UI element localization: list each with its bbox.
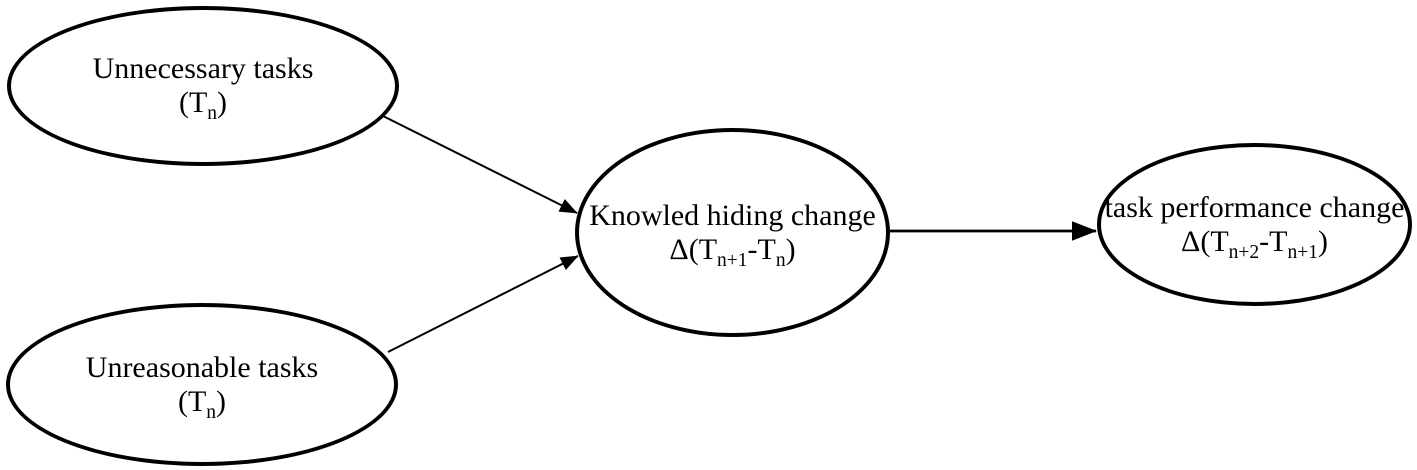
node-task-performance-change: task performance change Δ(Tn+2-Tn+1) bbox=[1097, 143, 1412, 306]
node-label: Unreasonable tasks bbox=[85, 350, 319, 384]
node-formula: (Tn) bbox=[177, 384, 227, 422]
node-label: task performance change bbox=[1104, 190, 1405, 224]
node-formula: Δ(Tn+1-Tn) bbox=[669, 232, 796, 270]
formula-sub1: n bbox=[206, 401, 217, 423]
node-label: Knowled hiding change bbox=[589, 198, 876, 232]
formula-pre: Δ(T bbox=[1181, 224, 1229, 258]
formula-pre: (T bbox=[177, 384, 207, 418]
formula-sub1: n+1 bbox=[717, 249, 748, 271]
formula-post: ) bbox=[216, 384, 227, 418]
formula-sub1: n+2 bbox=[1228, 241, 1260, 263]
formula-post: ) bbox=[217, 86, 228, 119]
formula-mid: -T bbox=[747, 232, 776, 266]
formula-pre: Δ(T bbox=[669, 232, 718, 266]
arrow-unreasonable-to-knowledge-hiding bbox=[387, 255, 579, 353]
node-unnecessary-tasks: Unnecessary tasks (Tn) bbox=[7, 6, 399, 166]
formula-sub2: n bbox=[775, 249, 786, 271]
node-label: Unnecessary tasks bbox=[92, 52, 314, 86]
formula-mid: -T bbox=[1259, 224, 1288, 258]
formula-pre: (T bbox=[178, 86, 208, 119]
node-knowledge-hiding-change: Knowled hiding change Δ(Tn+1-Tn) bbox=[575, 128, 890, 337]
arrow-unnecessary-to-knowledge-hiding bbox=[382, 115, 578, 214]
formula-post: ) bbox=[785, 232, 796, 266]
formula-sub2: n+1 bbox=[1287, 241, 1318, 263]
formula-post: ) bbox=[1317, 224, 1328, 258]
node-formula: Δ(Tn+2-Tn+1) bbox=[1181, 224, 1328, 262]
node-formula: (Tn) bbox=[178, 86, 228, 123]
formula-sub1: n bbox=[207, 103, 218, 124]
node-unreasonable-tasks: Unreasonable tasks (Tn) bbox=[6, 303, 398, 466]
